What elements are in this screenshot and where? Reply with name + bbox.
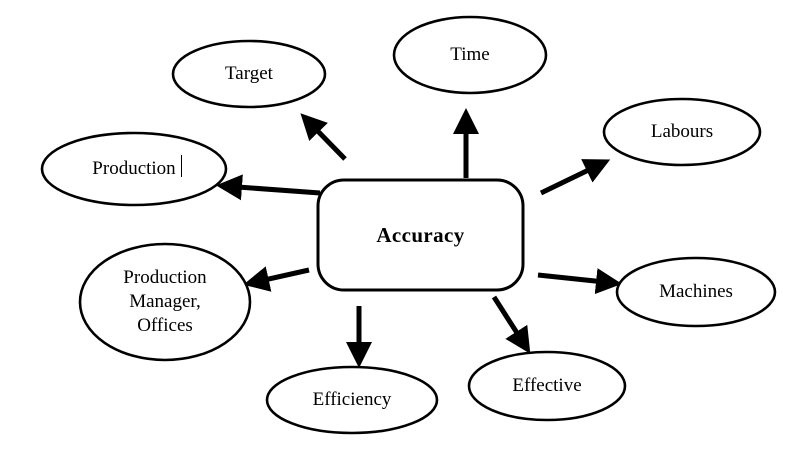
arrow-to-production-manager-offices: [243, 266, 310, 292]
node-production[interactable]: [40, 131, 228, 207]
node-shape-layer: [40, 15, 777, 435]
node-labours[interactable]: [602, 97, 762, 167]
text-cursor-caret: [181, 155, 182, 177]
node-time[interactable]: [392, 15, 548, 95]
node-efficiency[interactable]: [265, 365, 439, 435]
node-machines[interactable]: [615, 256, 777, 328]
arrow-to-production: [216, 174, 321, 201]
arrow-layer: [216, 107, 622, 369]
node-target[interactable]: [171, 39, 327, 109]
arrow-to-machines: [537, 268, 622, 295]
center-node-accuracy[interactable]: [316, 178, 525, 292]
center-shape-layer: [316, 178, 525, 292]
arrow-to-labours: [539, 159, 611, 196]
arrow-to-target: [300, 113, 347, 161]
node-production-manager-offices[interactable]: [78, 242, 252, 362]
arrow-to-effective: [491, 295, 531, 354]
node-effective[interactable]: [467, 350, 627, 422]
